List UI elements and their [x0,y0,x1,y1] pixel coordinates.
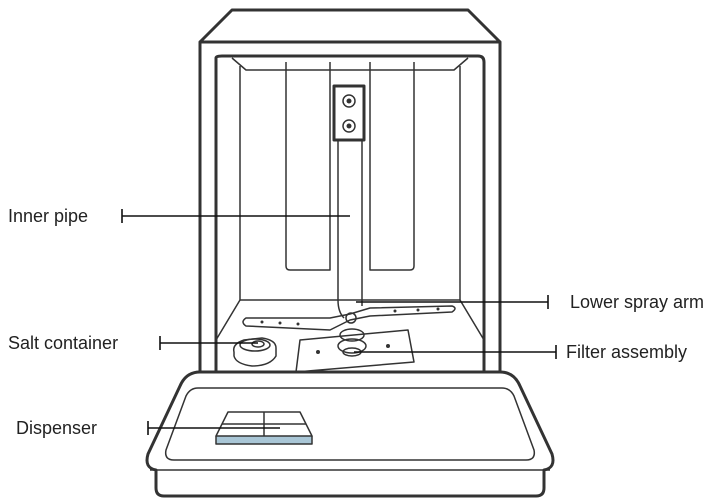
salt-container-part [232,337,277,367]
dishwasher-cabinet [198,8,502,374]
leader-lines [121,209,557,435]
label-inner-pipe: Inner pipe [8,206,88,226]
lower-spray-arm-part [242,305,456,331]
label-filter-assembly: Filter assembly [566,342,687,362]
inner-pipe-part [332,84,366,319]
label-dispenser: Dispenser [16,418,97,438]
filter-assembly-part [295,328,415,373]
label-lower-spray-arm: Lower spray arm [570,292,704,312]
label-salt-container: Salt container [8,333,118,353]
dishwasher-door [145,370,555,498]
